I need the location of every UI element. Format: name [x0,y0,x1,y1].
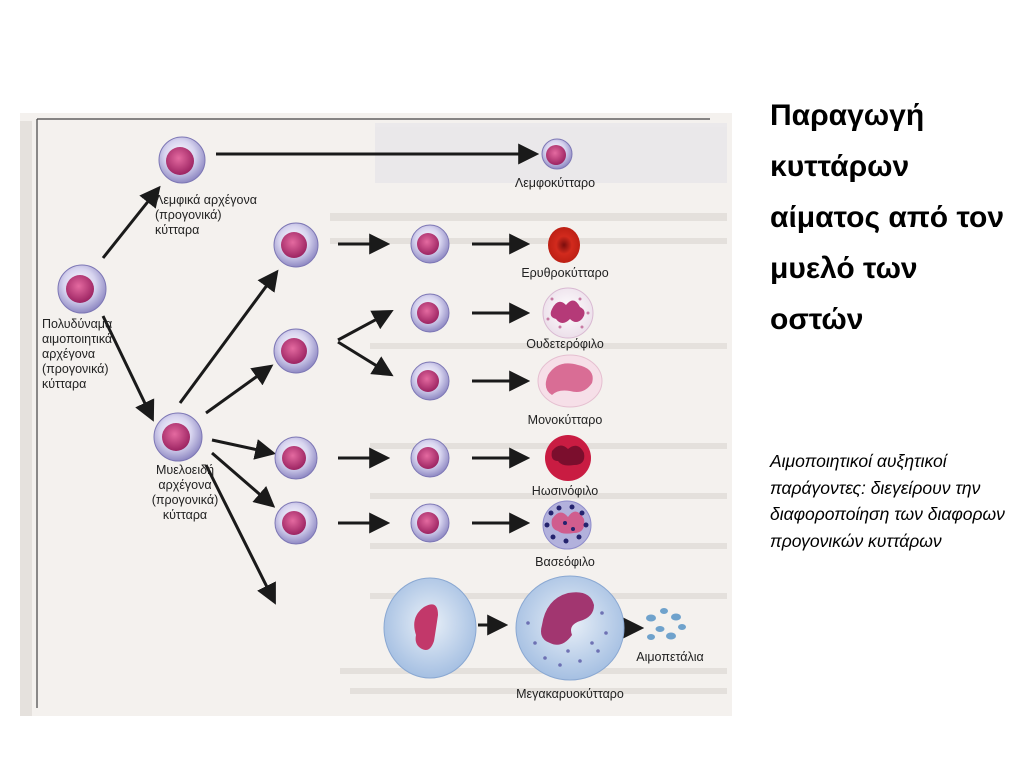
label-lymphoid-progenitor: Λεμφικά αρχέγονα (προγονικά) κύτταρα [155,193,257,237]
lymphoid-progenitor-cell [158,136,206,184]
monoblast-cell [410,361,450,401]
label-lymphocyte: Λεμφοκύτταρο [514,176,596,190]
basophil-progenitor-cell [274,501,318,545]
label-multipotent-stem-cells: Πολυδύναμα αιμοποιητικά αρχέγονα (προγον… [42,317,113,391]
multipotent-stem-cell [57,264,107,314]
basophil-precursor-cell [410,503,450,543]
label-megakaryocyte: Μεγακαρυοκύτταρο [516,687,624,701]
blood-cell-production-diagram: Λεμφοκύτταρο Λεμφικά αρχέγονα (προγονικά… [20,113,732,716]
label-eosinophil: Ηωσινόφιλο [531,484,599,498]
arrow-myeloid-to-megakaryoblast [204,464,276,605]
label-erythrocyte: Ερυθροκύτταρο [521,266,609,280]
arrows [101,143,645,639]
megakaryoblast-cell [383,577,477,679]
erythroblast-cell [410,224,450,264]
neutrophil-cell [542,287,594,339]
myeloid-progenitor-cell [153,412,203,462]
diagram-drawing [20,118,727,716]
eosinophil-progenitor-cell [274,436,318,480]
label-neutrophil: Ουδετερόφιλο [526,337,604,351]
label-monocyte: Μονοκύτταρο [527,413,603,427]
arrow-myeloid-to-granulo [205,364,274,415]
erythroid-progenitor-cell [273,222,319,268]
label-basophil: Βασεόφιλο [535,555,595,569]
erythrocyte-cell [548,227,580,263]
basophil-cell [542,500,592,550]
monocyte-cell [537,354,603,408]
arrow-myeloid-to-eosino [211,438,277,460]
eosinophil-precursor-cell [410,438,450,478]
megakaryocyte-cell [515,575,625,681]
slide-title: Παραγωγή κυττάρων αίματος από τον μυελό … [770,99,1005,336]
label-platelets: Αιμοπετάλια [636,650,704,664]
arrow-multipotent-to-myeloid [101,315,155,422]
label-myeloid-progenitor: Μυελοειδή αρχέγονα (προγονικά) κύτταρα [151,463,219,522]
arrow-myeloid-to-erythroid [178,269,279,404]
arrow-multipotent-to-lymphoid [101,185,161,259]
myeloblast-cell [410,293,450,333]
arrow-myeloid-to-baso [211,451,276,508]
platelets [646,608,686,640]
slide-subtitle: Αιμοποιητικοί αυξητικοί παράγοντες: διεγ… [770,451,1005,551]
granulocyte-monocyte-progenitor-cell [273,328,319,374]
eosinophil-cell [545,435,591,481]
lymphocyte-cell [541,138,573,170]
